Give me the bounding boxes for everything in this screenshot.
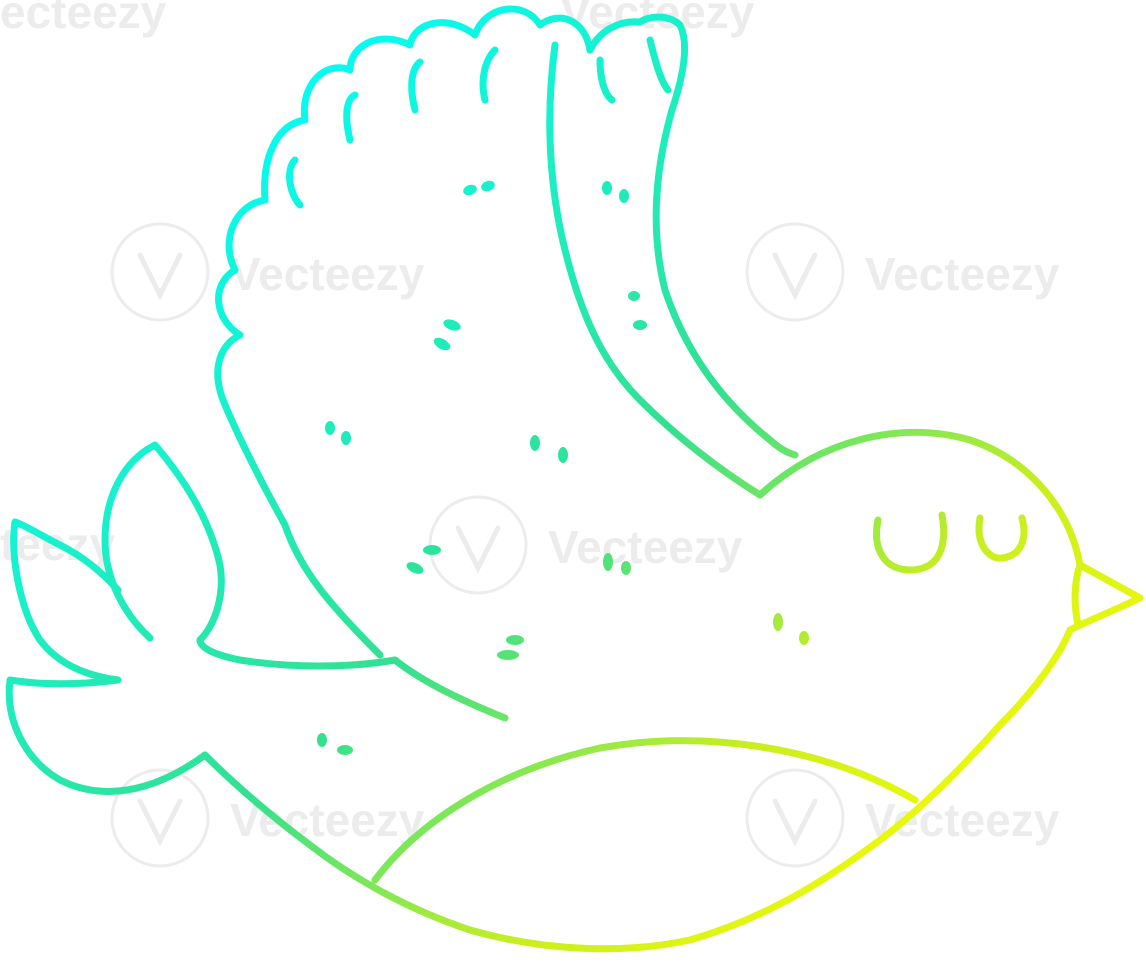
watermark-text: Vecteezy — [230, 794, 425, 846]
watermark-logo-icon — [745, 768, 845, 868]
eye-right — [975, 514, 1028, 562]
beak-outline — [1071, 561, 1084, 629]
watermark-text: Vecteezy — [865, 248, 1060, 300]
body-outline — [201, 428, 1144, 953]
front-wing-outline — [546, 13, 799, 499]
watermark-logo-icon — [428, 495, 528, 595]
bird-icon — [5, 5, 1144, 953]
back-wing-outline — [214, 5, 594, 659]
tail-outline — [5, 441, 225, 795]
watermark-text: Vecteezy — [548, 521, 743, 573]
watermark-logo-icon — [110, 768, 210, 868]
watermark-logo-icon — [745, 222, 845, 322]
watermark-text: ecteezy — [0, 0, 167, 38]
watermark-layer: ecteezy Vecteezy Vecteezy Vecteezy teezy… — [0, 0, 1060, 868]
watermark-text: Vecteezy — [230, 248, 425, 300]
underbody-line — [196, 636, 509, 722]
eye-left — [873, 511, 948, 574]
feather-speckles — [317, 180, 809, 755]
watermark-text: Vecteezy — [865, 794, 1060, 846]
belly-line — [371, 737, 919, 884]
watermark-logo-icon — [110, 222, 210, 322]
